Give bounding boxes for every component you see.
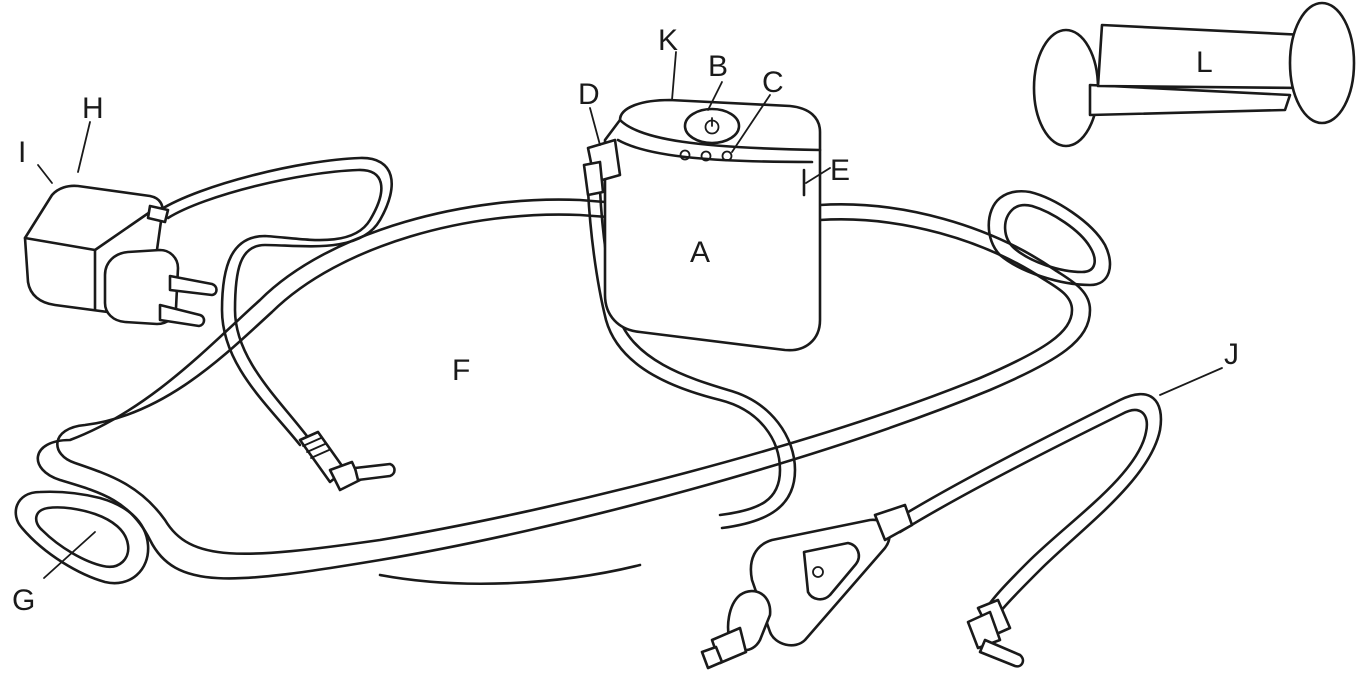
callout-labels: A B C D E F G H I J K L [12,24,1239,617]
leader-lines [37,51,1223,579]
dc-plug-adapter [298,430,396,492]
car-adapter-cable [893,392,1163,627]
label-d: D [578,78,600,111]
dc-plug-car-cable [966,598,1025,668]
control-unit [603,98,822,352]
heating-pad [36,198,1092,586]
label-c: C [762,66,784,99]
dc-connector [582,138,622,197]
label-a: A [690,236,710,269]
holder-strap [1032,1,1356,148]
label-b: B [708,50,728,83]
label-j: J [1224,338,1239,371]
label-g: G [12,584,35,617]
handle-loop-right [987,189,1112,287]
label-h: H [82,92,104,125]
label-l: L [1196,46,1213,79]
label-e: E [830,154,850,187]
wall-adapter [23,184,218,328]
label-f: F [452,354,470,387]
adapter-cable [158,156,393,447]
car-plug [700,503,914,670]
label-i: I [18,136,26,169]
handle-loop-left [14,490,150,585]
label-k: K [658,24,678,57]
